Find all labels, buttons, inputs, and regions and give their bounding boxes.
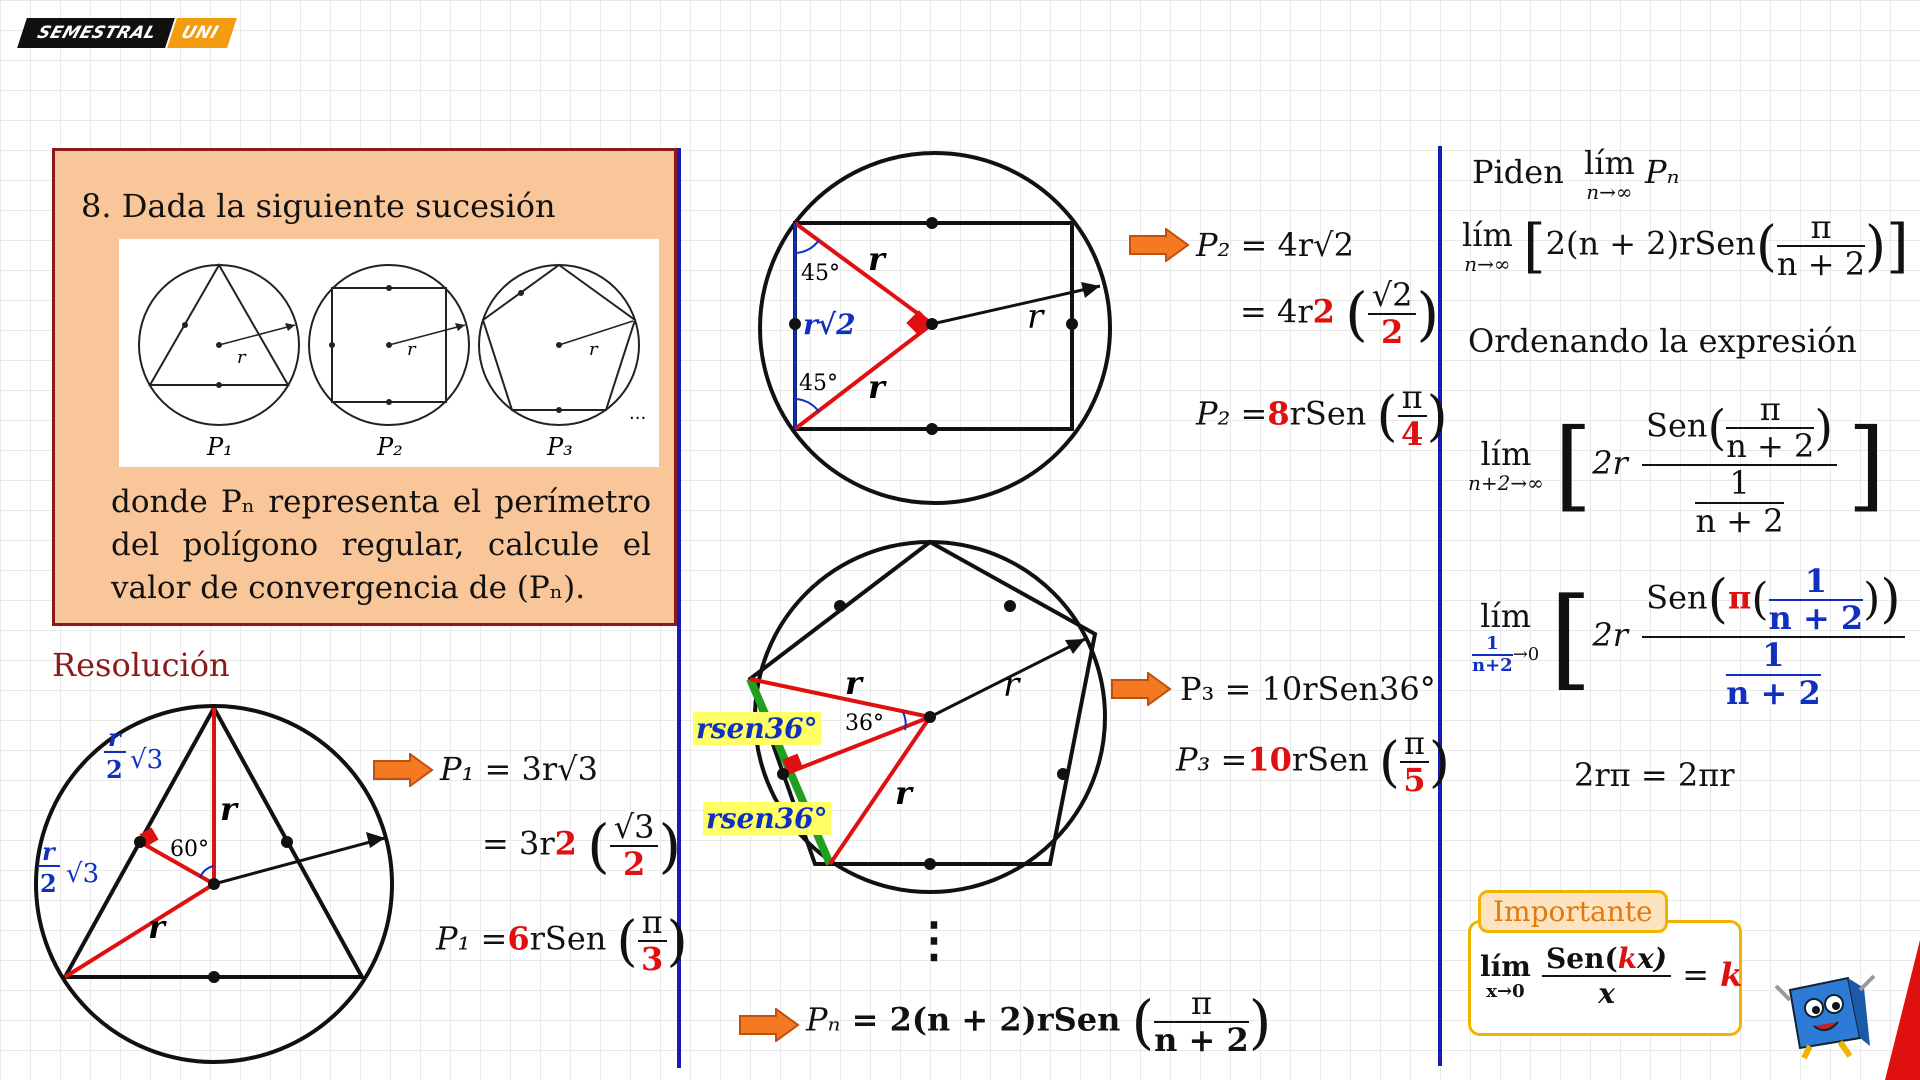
tri-side-sqrt-2: √3 bbox=[66, 859, 99, 889]
sq-angle-top: 45° bbox=[801, 261, 840, 286]
corner-accent bbox=[1885, 940, 1920, 1080]
important-tag: Importante bbox=[1478, 890, 1668, 933]
ellipsis: ... bbox=[629, 403, 646, 424]
tri-side-label-1: r 2 √3 bbox=[104, 723, 163, 784]
vertical-ellipsis: ⋮ bbox=[910, 912, 958, 968]
problem-text: donde Pₙ representa el perímetro del pol… bbox=[111, 484, 651, 606]
tri-side-label-2: r 2 √3 bbox=[38, 837, 99, 898]
problem-title: 8. Dada la siguiente sucesión bbox=[81, 187, 556, 225]
p2-eq1: P₂ = 4r√2 bbox=[1196, 226, 1354, 264]
pent-r-lower: r bbox=[895, 774, 914, 812]
tri-angle: 60° bbox=[170, 837, 209, 862]
mascot-icon bbox=[1774, 974, 1876, 1060]
pent-angle: 36° bbox=[845, 711, 884, 736]
triangle-figure: r r 60° r 2 √3 r 2 √3 bbox=[34, 703, 394, 1064]
svg-text:r: r bbox=[42, 837, 57, 866]
p1-eq1: P₁ = 3r√3 bbox=[440, 750, 598, 788]
arrow-p1 bbox=[373, 753, 434, 787]
polygon-sequence-svg: r r r P₁ P₂ P₃ ... bbox=[138, 262, 646, 461]
sq-r-radius: r bbox=[1027, 297, 1045, 337]
ordenando-label: Ordenando la expresión bbox=[1468, 322, 1857, 360]
pent-side-label-1: rsen36° bbox=[693, 712, 821, 745]
sq-angle-bottom: 45° bbox=[799, 371, 838, 396]
label-p1: P₁ bbox=[206, 433, 233, 461]
sq-side: r√2 bbox=[803, 308, 856, 341]
sq-r-bottom: r bbox=[868, 368, 887, 406]
square-figure: 45° 45° r r r r√2 bbox=[758, 151, 1112, 505]
logo-semestral: SEMESTRAL bbox=[17, 18, 175, 48]
arrow-p2 bbox=[1129, 228, 1190, 262]
tri-side-sqrt-1: √3 bbox=[130, 745, 163, 775]
brand-logo: SEMESTRAL UNI bbox=[17, 18, 237, 48]
p3-eq1: P₃ = 10rSen36° bbox=[1180, 670, 1436, 708]
resolution-label: Resolución bbox=[52, 646, 230, 684]
svg-text:2: 2 bbox=[40, 869, 57, 898]
polygon-sequence-figure: r r r P₁ P₂ P₃ ... bbox=[119, 239, 659, 467]
arrow-pn bbox=[739, 1008, 800, 1042]
divider-right bbox=[1438, 146, 1442, 1066]
logo-uni: UNI bbox=[166, 18, 237, 48]
divider-left bbox=[677, 148, 681, 1068]
pent-side-label-2: rsen36° bbox=[703, 802, 831, 835]
limit-line-3: lím 1n+2→0 [2r Sen(π(1n + 2)) 1n + 2 ] bbox=[1472, 563, 1920, 711]
problem-box: 8. Dada la siguiente sucesión r r r P₁ P… bbox=[52, 148, 677, 626]
arrow-p3 bbox=[1111, 672, 1172, 706]
svg-text:r: r bbox=[108, 723, 123, 752]
radius-label-2: r bbox=[407, 339, 417, 360]
label-p3: P₃ bbox=[546, 433, 573, 461]
pent-r-radius: r bbox=[1003, 665, 1021, 705]
label-p2: P₂ bbox=[376, 433, 403, 461]
tri-r-upper: r bbox=[220, 790, 239, 828]
tri-r-lower: r bbox=[148, 908, 167, 946]
radius-label-3: r bbox=[589, 339, 599, 360]
result-line: 2rπ = 2πr bbox=[1574, 756, 1735, 794]
svg-text:2: 2 bbox=[106, 755, 123, 784]
sq-r-top: r bbox=[868, 240, 887, 278]
pent-r-upper: r bbox=[845, 664, 864, 702]
radius-label-1: r bbox=[237, 347, 247, 368]
